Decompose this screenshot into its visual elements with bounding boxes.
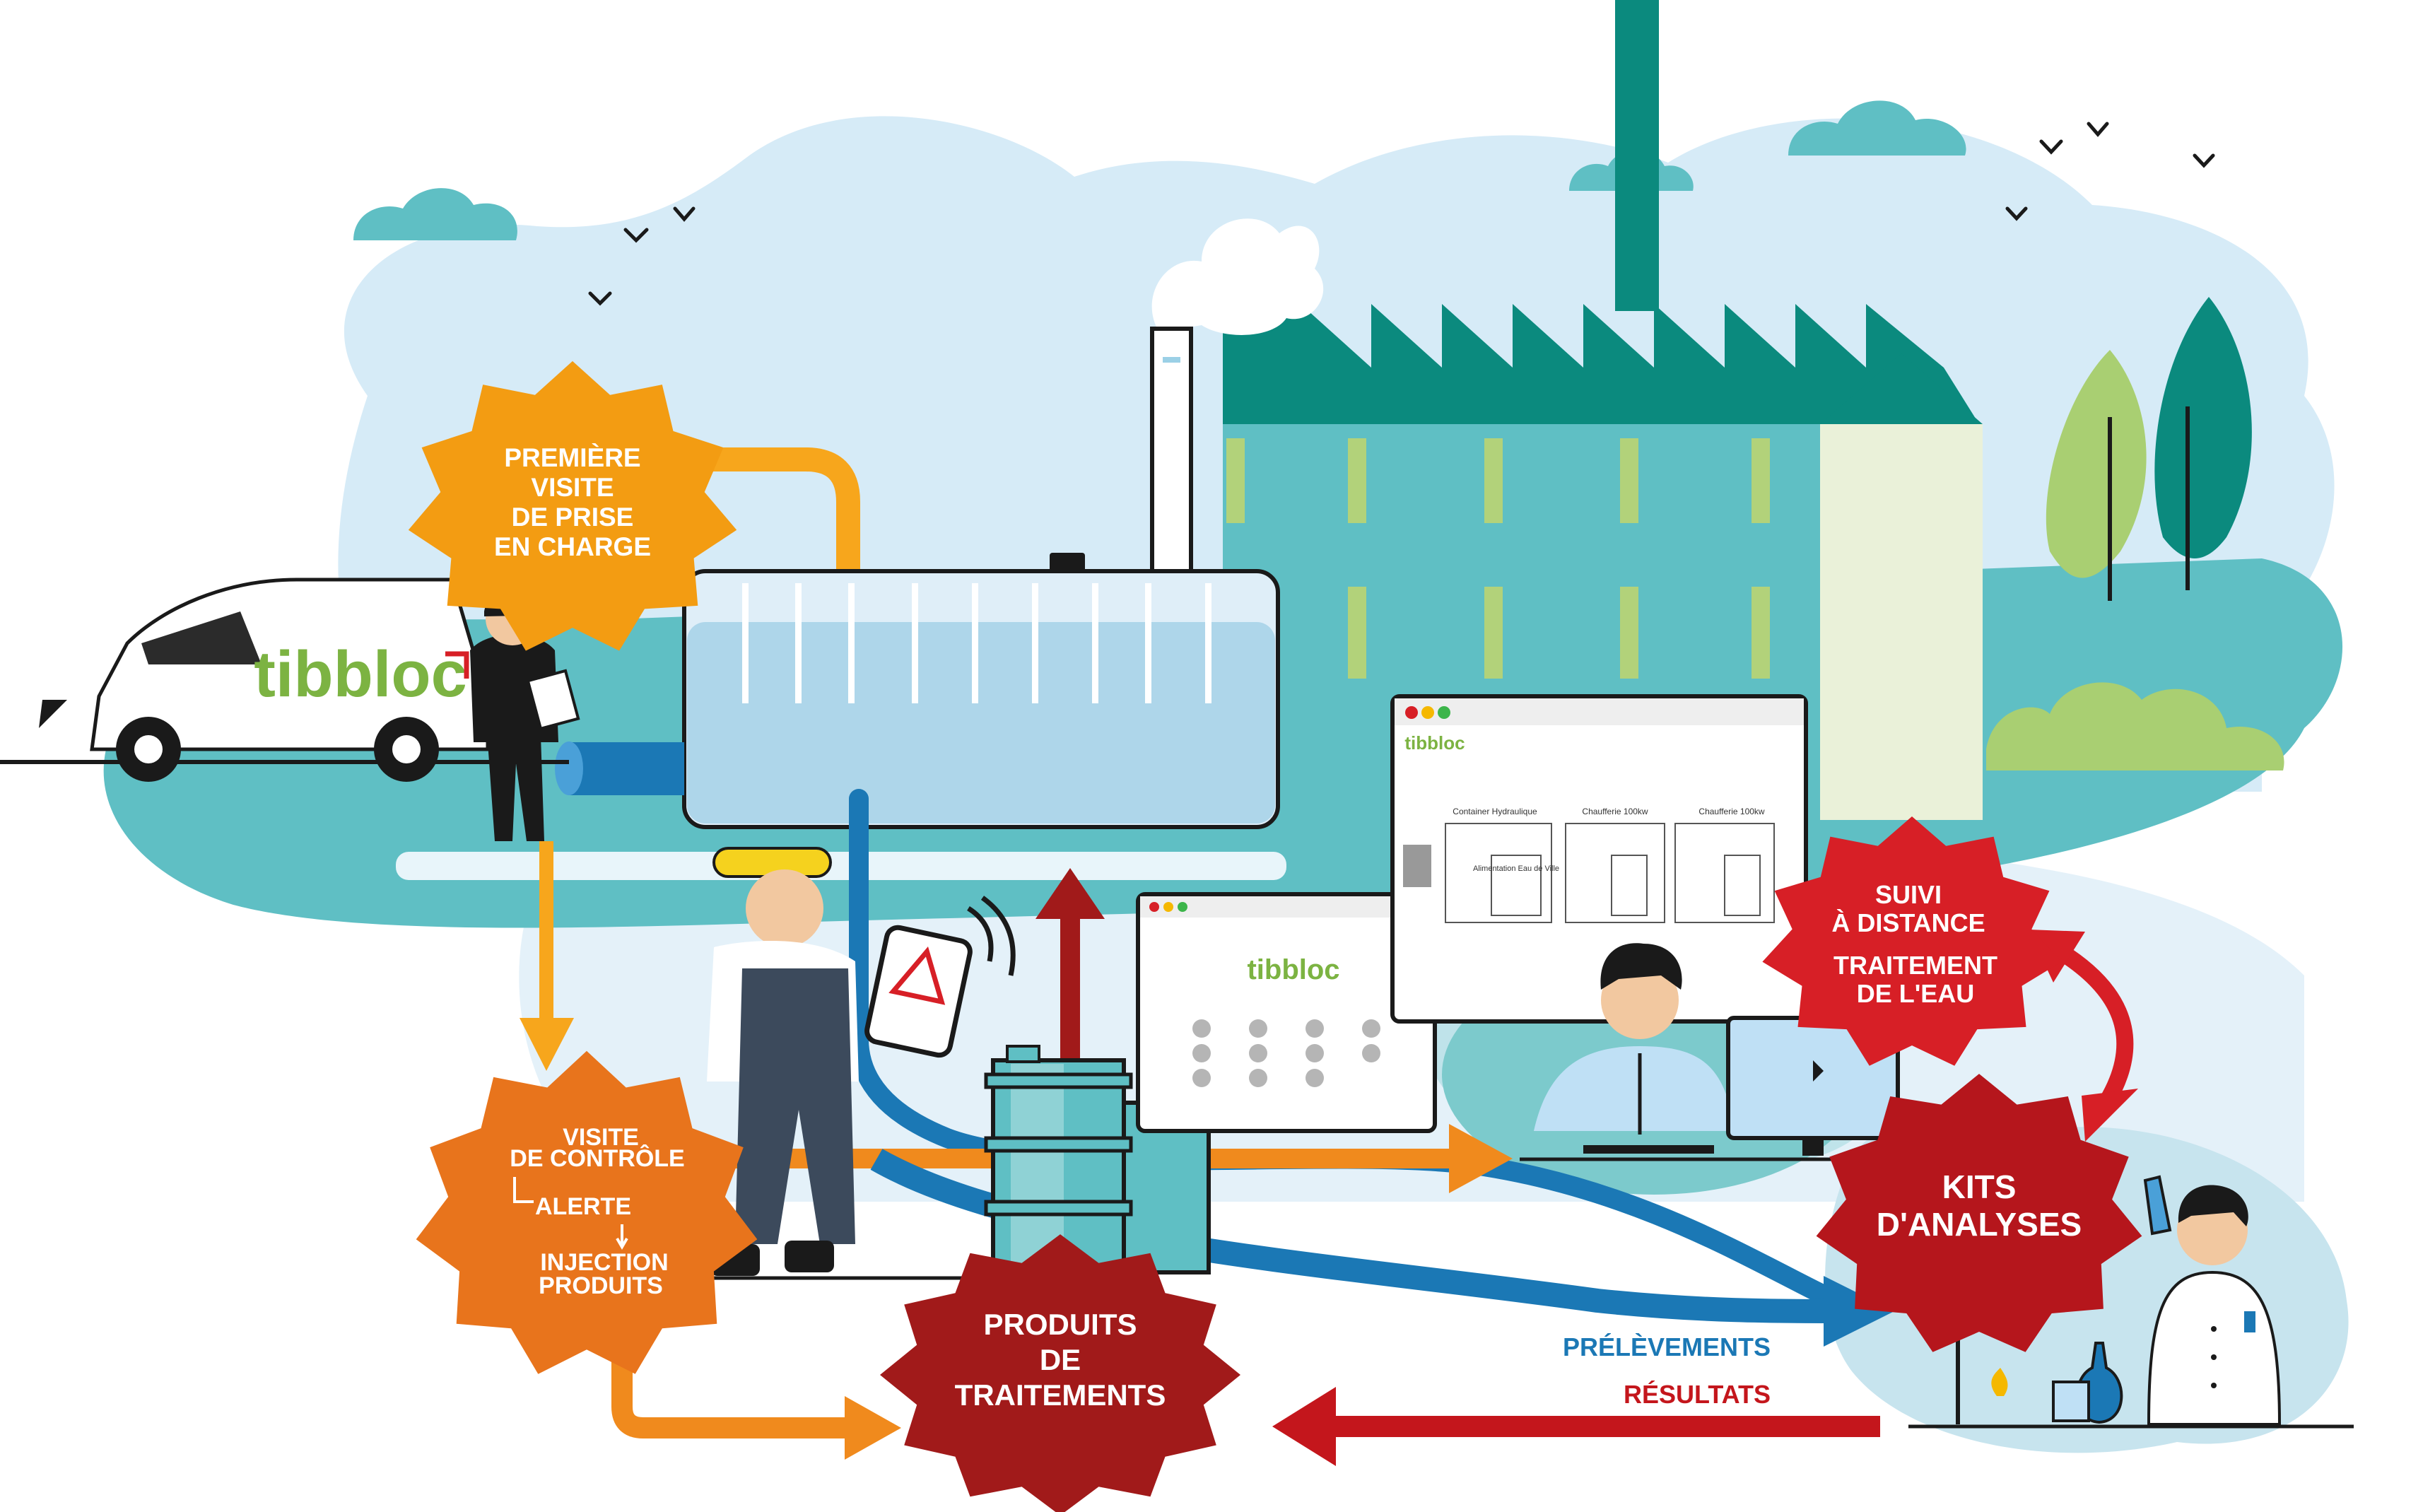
red-up-arrow (1035, 868, 1105, 1074)
badge-shape (416, 1050, 758, 1374)
tablet (864, 925, 973, 1058)
van-windshield (141, 611, 262, 664)
resultats-label: RÉSULTATS (1624, 1380, 1771, 1409)
lab (1908, 1175, 2354, 1429)
trees (1986, 297, 2284, 770)
bird (2005, 206, 2028, 221)
factory (1151, 0, 1983, 820)
annex-roof (1820, 353, 1983, 424)
inlet-pipe (569, 742, 684, 795)
beaker (2052, 1381, 2090, 1422)
tank-ribs (742, 583, 1211, 703)
arrow-to-products (845, 1396, 901, 1460)
bird (2087, 122, 2109, 137)
van: tibbloc (0, 578, 569, 782)
bird (2039, 139, 2063, 155)
tank-chimney (1150, 327, 1193, 585)
svg-text:tibbloc: tibbloc (1247, 954, 1339, 985)
arrow-down-icon (616, 1224, 628, 1250)
products-line1: PRODUITS (983, 1308, 1137, 1341)
control-visit-line4: INJECTION (540, 1249, 668, 1276)
birds (588, 122, 2215, 306)
factory-windows (1226, 438, 1770, 679)
remote-line5: DE L'EAU (1857, 979, 1975, 1008)
tank-cap (1050, 553, 1085, 573)
alert-icon (888, 946, 946, 1005)
remote-line4: TRAITEMENT (1833, 951, 1997, 980)
factory-annex (1820, 424, 1983, 820)
orange-flow (520, 841, 574, 1071)
first-visit-line4: EN CHARGE (494, 532, 651, 561)
control-visit-line3: ALERTE (535, 1193, 631, 1220)
remote-operator (1520, 943, 1900, 1161)
tree (2154, 297, 2252, 558)
svg-text:Chaufferie 100kw: Chaufferie 100kw (1698, 807, 1765, 816)
products-line3: TRAITEMENTS (955, 1378, 1166, 1412)
bird (588, 291, 612, 306)
svg-text:Alimentation Eau de Ville: Alimentation Eau de Ville (1473, 865, 1559, 873)
remote-line2: À DISTANCE (1831, 908, 1985, 937)
badge-remote: SUIVI À DISTANCE TRAITEMENT DE L'EAU (1762, 816, 2062, 1066)
water-tank (396, 327, 1286, 880)
badge-shape (1816, 1074, 2142, 1352)
kits-line2: D'ANALYSES (1877, 1206, 2082, 1243)
badge-products: PRODUITS DE TRAITEMENTS (880, 1234, 1240, 1512)
kits-line1: KITS (1942, 1168, 2017, 1205)
screen-dashboard: tibbloc (1136, 892, 1437, 1133)
svg-text:Chaufferie 100kw: Chaufferie 100kw (1582, 807, 1648, 816)
prelevements-label: PRÉLÈVEMENTS (1563, 1332, 1771, 1361)
first-visit-line2: VISITE (531, 473, 614, 502)
svg-text:tibbloc: tibbloc (1404, 732, 1465, 754)
resultats-arrow (1272, 1387, 1880, 1466)
first-visit-line3: DE PRISE (512, 503, 634, 532)
control-visit-line1: VISITE (563, 1124, 639, 1151)
smoke (1151, 218, 1324, 335)
first-visit-line1: PREMIÈRE (504, 443, 640, 472)
tank-platform (396, 852, 1286, 880)
svg-text:Container Hydraulique: Container Hydraulique (1453, 807, 1537, 816)
bird (673, 206, 696, 222)
badge-first-visit: PREMIÈRE VISITE DE PRISE EN CHARGE (408, 361, 737, 651)
wifi-icon (967, 896, 1016, 976)
arrow-down-icon (513, 1177, 534, 1203)
remote-line1: SUIVI (1875, 880, 1942, 909)
cloud-left (353, 188, 517, 240)
products-line2: DE (1040, 1343, 1081, 1376)
badge-shape (880, 1234, 1240, 1512)
badge-shape (1762, 816, 2062, 1066)
bushes (1986, 682, 2284, 770)
factory-roof (1223, 304, 1979, 438)
arrow-to-remote (1449, 1124, 1513, 1193)
control-visit-line2: DE CONTRÔLE (510, 1144, 684, 1172)
badge-shape (408, 361, 737, 651)
van-logo: tibbloc (254, 638, 467, 710)
tree (2046, 350, 2147, 578)
van-body (90, 578, 490, 751)
bird (2193, 153, 2215, 168)
badge-control-visit: VISITE DE CONTRÔLE ALERTE INJECTION PROD… (416, 1050, 758, 1374)
orange-pipe (650, 447, 860, 594)
chimney (1615, 0, 1659, 311)
bird (623, 228, 649, 243)
worker (707, 847, 1016, 1280)
screen-plan: tibbloc Container Hydraulique Chaufferie… (1390, 694, 1808, 1024)
badge-kits: KITS D'ANALYSES (1816, 1074, 2142, 1352)
flame-icon (1991, 1368, 2008, 1396)
cloud-right (1788, 100, 1966, 156)
test-tube (2143, 1175, 2172, 1236)
control-visit-line5: PRODUITS (539, 1272, 663, 1299)
